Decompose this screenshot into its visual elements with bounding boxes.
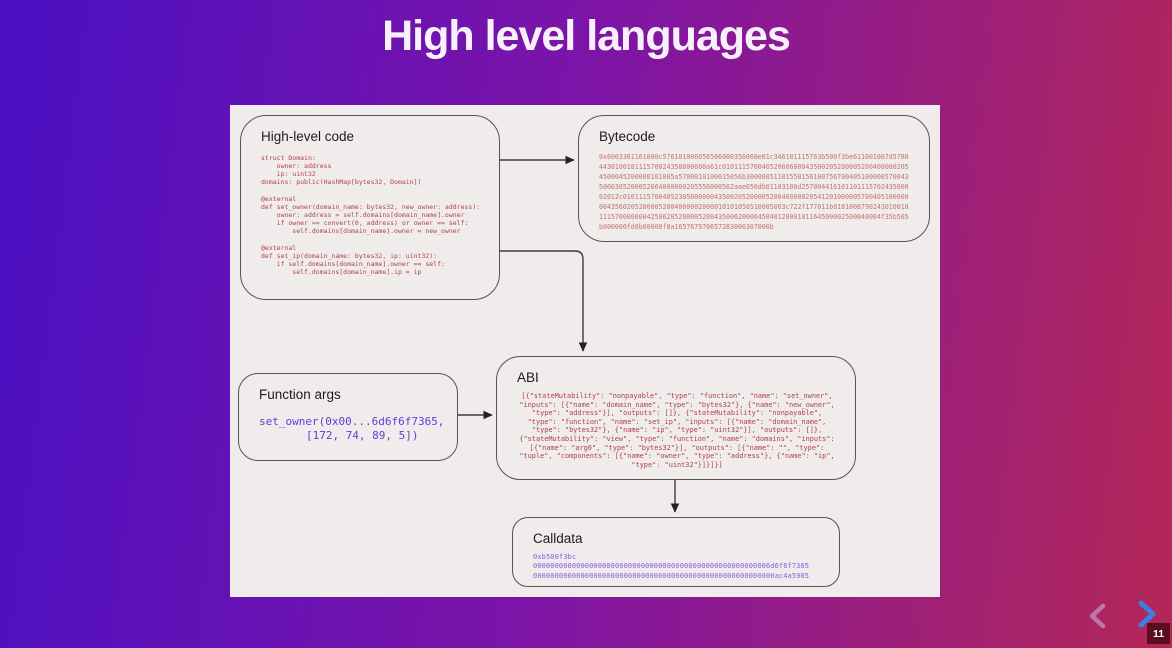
box-calldata: Calldata 0xb500f3bc 00000000000000000000… xyxy=(512,517,840,587)
box-function-args: Function args set_owner(0x00...6d6f6f736… xyxy=(238,373,458,461)
page-number-badge: 11 xyxy=(1147,623,1170,644)
box-high-level-code: High-level code struct Domain: owner: ad… xyxy=(240,115,500,300)
chevron-left-icon xyxy=(1089,603,1106,629)
calldata-hex-text: 0xb500f3bc 00000000000000000000000000000… xyxy=(533,553,810,580)
abi-title: ABI xyxy=(517,370,539,385)
slide-title: High level languages xyxy=(382,12,791,60)
bytecode-title: Bytecode xyxy=(599,129,656,144)
box-bytecode: Bytecode 0x6003361161000c576101006056506… xyxy=(578,115,930,242)
diagram-panel: High-level code struct Domain: owner: ad… xyxy=(230,105,940,597)
chevron-right-icon xyxy=(1138,600,1156,628)
next-slide-button[interactable] xyxy=(1132,598,1160,630)
function-args-title: Function args xyxy=(259,387,341,402)
abi-json-text: [{"stateMutability": "nonpayable", "type… xyxy=(519,392,835,469)
box-abi: ABI [{"stateMutability": "nonpayable", "… xyxy=(496,356,856,480)
high-level-code-text: struct Domain: owner: address ip: uint32… xyxy=(261,154,481,277)
high-level-code-title: High-level code xyxy=(261,129,355,144)
previous-slide-button[interactable] xyxy=(1084,600,1112,632)
function-args-call-text: set_owner(0x00...6d6f6f7365, [172, 74, 8… xyxy=(259,415,445,442)
bytecode-hex-text: 0x6003361161000c576101006056506000356060… xyxy=(599,153,909,231)
arrow-highlevel-to-abi xyxy=(500,250,588,352)
calldata-title: Calldata xyxy=(533,531,583,546)
